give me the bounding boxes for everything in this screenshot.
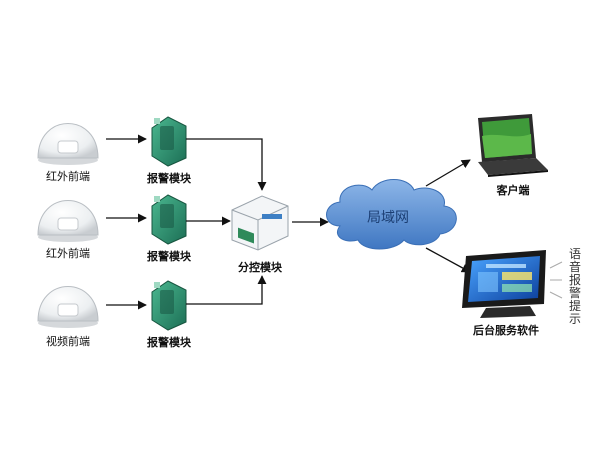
lan-cloud-icon [326,179,457,250]
lan-label: 局域网 [367,210,409,226]
infrared-dome-icon [37,123,99,165]
alarm-module-label: 报警模块 [147,172,191,185]
alarm-module-icon [151,280,187,331]
video-dome-icon [37,286,99,328]
infrared-dome-icon [37,200,99,242]
detector-label: 红外前端 [46,170,90,183]
arrow [425,247,471,273]
control-module-label: 分控模块 [238,261,282,274]
laptop-icon [478,114,548,177]
monitor-icon [462,250,546,318]
detector-label: 红外前端 [46,247,90,260]
alarm-module-label: 报警模块 [147,250,191,263]
alarm-module-icon [151,116,187,167]
server-label: 后台服务软件 [473,324,539,337]
voice-alarm-indicator [549,261,563,299]
control-module-icon [231,195,289,251]
detector-label: 视频前端 [46,335,90,348]
arrow [186,138,267,191]
voice-alarm-label: 语音报警提示 [568,247,581,326]
arrow [425,159,471,187]
alarm-module-icon [151,194,187,245]
arrow [186,275,267,305]
client-label: 客户端 [496,184,530,197]
alarm-module-label: 报警模块 [147,336,191,349]
